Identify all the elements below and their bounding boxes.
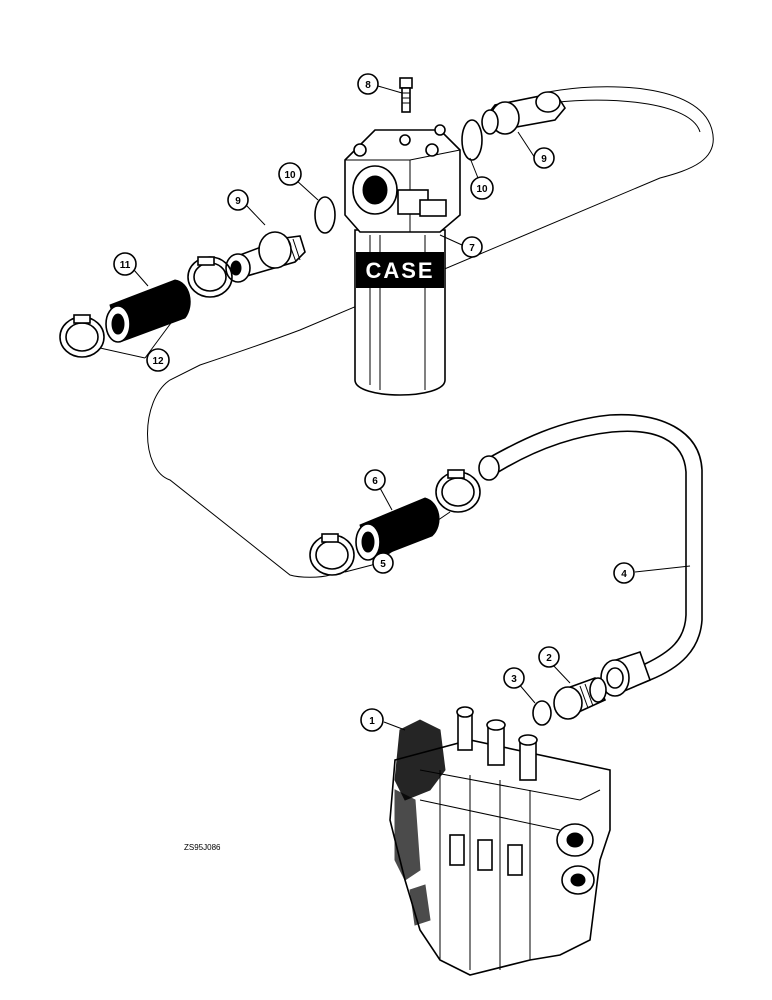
callout-8: 8 [357, 73, 379, 95]
callout-1-label: 1 [369, 716, 375, 727]
o-ring-left [314, 196, 336, 234]
hose-clamp-upper-left [59, 314, 105, 358]
callout-6: 6 [364, 469, 386, 491]
fitting-right [481, 91, 566, 135]
callout-6-label: 6 [372, 476, 378, 487]
callout-10-right-label: 10 [476, 184, 488, 195]
callout-2: 2 [538, 646, 560, 668]
drawing-code: ZS95J086 [184, 843, 221, 852]
tube [478, 413, 703, 697]
callout-4-label: 4 [621, 569, 627, 580]
callout-5: 5 [372, 552, 394, 574]
callout-10-left-label: 10 [284, 170, 296, 181]
hose-clamp-lower-left [309, 533, 355, 576]
lower-hose [355, 497, 440, 561]
hose-clamp-lower-right [435, 469, 481, 513]
callout-11-label: 11 [120, 260, 131, 271]
brand-logo-text: CASE [365, 258, 434, 283]
callout-5-label: 5 [380, 559, 386, 570]
callout-2-label: 2 [546, 653, 552, 664]
upper-hose [105, 279, 191, 343]
o-ring-right [461, 119, 483, 161]
callout-12-label: 12 [152, 356, 164, 367]
brand-logo [356, 252, 444, 288]
hose-clamp-upper-right [187, 256, 233, 298]
o-ring-adapter [532, 700, 552, 726]
fitting-left [225, 231, 306, 283]
callout-9-left-label: 9 [235, 196, 241, 207]
callout-9-right-label: 9 [541, 154, 547, 165]
bolt [399, 77, 413, 113]
callout-1: 1 [360, 708, 384, 732]
control-valve [389, 706, 611, 976]
callout-4: 4 [613, 562, 635, 584]
callout-11: 11 [113, 252, 137, 276]
callout-10-left: 10 [278, 162, 302, 186]
hose-routing-path [147, 86, 714, 578]
callout-8-label: 8 [365, 80, 371, 91]
callout-10-right: 10 [470, 176, 494, 200]
adapter [553, 676, 607, 720]
callout-12: 12 [146, 348, 170, 372]
callout-3: 3 [503, 667, 525, 689]
callout-7: 7 [461, 236, 483, 258]
callout-9-right: 9 [533, 147, 555, 169]
callout-9-left: 9 [227, 189, 249, 211]
filter-assembly: CASE [344, 124, 461, 396]
callout-3-label: 3 [511, 674, 517, 685]
callout-7-label: 7 [469, 243, 475, 254]
